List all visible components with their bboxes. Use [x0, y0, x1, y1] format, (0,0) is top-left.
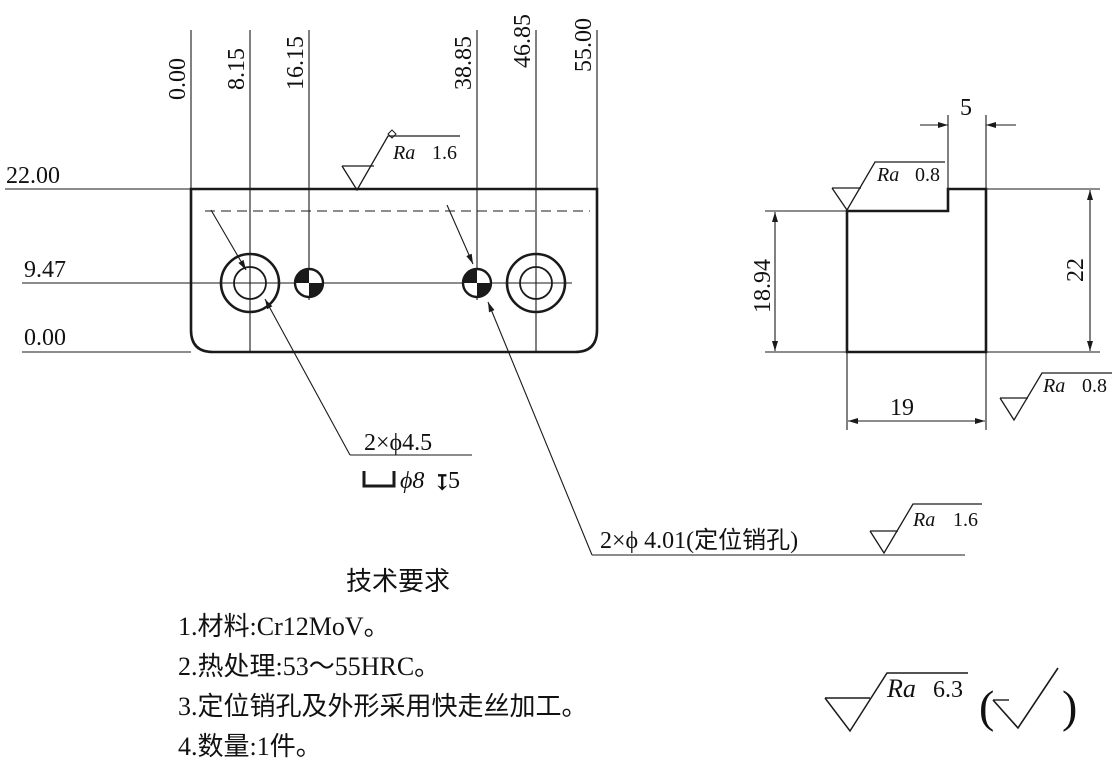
roughness-callout-value: 1.6: [953, 509, 978, 531]
general-roughness-value: 6.3: [933, 677, 963, 703]
x-ordinate-3: 38.85: [451, 36, 477, 90]
hole-callout-1-leaders: [210, 209, 472, 456]
tech-requirements: 技术要求 1.材料:Cr12MoV。 2.热处理:53～55HRC。 3.定位销…: [178, 567, 588, 761]
depth-icon: ↧: [433, 470, 451, 495]
general-roughness-open-paren: (: [979, 681, 994, 732]
dowel-hole-right: [461, 267, 493, 299]
x-ordinate-lines: [190, 30, 598, 352]
dim-total-height-label: 22: [1063, 258, 1089, 282]
roughness-symbol-side-bottom: Ra 0.8: [999, 372, 1112, 422]
tech-requirement-4: 4.数量:1件。: [178, 732, 322, 761]
side-extension-lines: [765, 115, 1100, 430]
general-roughness-close-paren: ): [1062, 681, 1077, 732]
tech-requirement-2: 2.热处理:53～55HRC。: [178, 652, 440, 681]
general-roughness: Ra 6.3 ( ): [824, 667, 1077, 733]
x-ordinate-0: 0.00: [165, 58, 191, 100]
dim-step-width-label: 5: [960, 95, 972, 121]
counterbore-hole-left: [219, 252, 281, 314]
hole-callout-2-leaders: [446, 204, 965, 556]
roughness-side-top-symbol: Ra: [876, 164, 899, 186]
dowel-hole-left: [293, 267, 325, 299]
roughness-top-value: 1.6: [432, 142, 457, 164]
x-ordinate-4: 46.85: [510, 14, 536, 68]
dim-width-label: 19: [890, 395, 914, 421]
y-ordinate-0: 22.00: [6, 163, 60, 189]
roughness-callout-symbol: Ra: [912, 509, 935, 531]
tech-requirement-1: 1.材料:Cr12MoV。: [178, 612, 390, 641]
x-ordinate-2: 16.15: [283, 36, 309, 90]
y-ordinate-2: 0.00: [24, 325, 66, 351]
side-view: 5 22 18.94 19 Ra 0.8 Ra 0.8: [750, 95, 1112, 430]
y-ordinate-1: 9.47: [24, 257, 66, 283]
counterbore-hole-right: [505, 252, 567, 314]
general-roughness-symbol: Ra: [886, 674, 916, 703]
roughness-symbol-side-top: Ra 0.8: [831, 161, 945, 212]
hole-callout-1-diameter: ϕ8: [400, 468, 424, 494]
tech-requirement-3: 3.定位销孔及外形采用快走丝加工。: [178, 692, 588, 721]
dim-left-height-label: 18.94: [750, 259, 776, 313]
hole-callout-1-line1: 2×ϕ4.5: [364, 430, 432, 456]
hole-callout-2-text: 2×ϕ 4.01(定位销孔): [600, 527, 798, 554]
x-ordinate-5: 55.00: [571, 18, 597, 72]
front-view-outline: [189, 187, 599, 354]
y-ordinate-lines: [5, 188, 572, 353]
roughness-symbol-callout: Ra 1.6: [869, 503, 982, 555]
roughness-symbol-top: Ra 1.6: [341, 129, 460, 192]
hole-callout-1-depth: 5: [448, 468, 460, 494]
roughness-side-bottom-symbol: Ra: [1042, 375, 1065, 397]
x-ordinate-1: 8.15: [224, 48, 250, 90]
roughness-top-symbol: Ra: [392, 142, 415, 164]
roughness-side-bottom-value: 0.8: [1082, 375, 1107, 397]
checkmark-root-icon: [992, 667, 1059, 730]
roughness-side-top-value: 0.8: [915, 164, 940, 186]
tech-requirements-title: 技术要求: [346, 567, 450, 596]
side-view-outline: [845, 187, 988, 354]
front-view: 0.00 8.15 16.15 38.85 46.85 55.00 22.00 …: [5, 14, 982, 556]
counterbore-symbol: [362, 471, 396, 488]
